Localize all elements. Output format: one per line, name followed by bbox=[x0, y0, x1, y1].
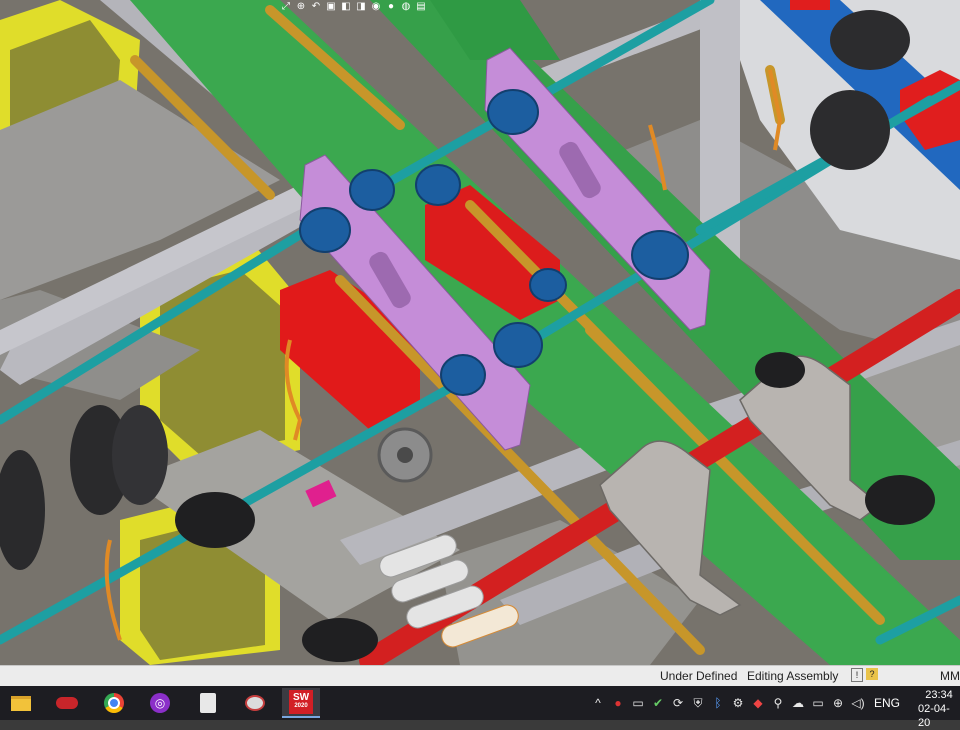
rebuild-icon[interactable]: ! bbox=[851, 668, 863, 682]
volume-icon[interactable]: ◁) bbox=[851, 696, 865, 710]
magenta-part bbox=[305, 479, 337, 508]
cloud-tray-icon[interactable]: ☁ bbox=[792, 696, 804, 710]
heads-up-view-toolbar: ⤢ ⊕ ↶ ▣ ◧ ◨ ◉ ● ◍ ▤ bbox=[280, 0, 427, 14]
battery-icon[interactable]: ▭ bbox=[812, 696, 824, 710]
assembly-3d-model[interactable] bbox=[0, 0, 960, 665]
clock-time: 23:34 bbox=[925, 689, 953, 701]
clock-date: 02-04-20 bbox=[918, 703, 950, 729]
system-tray: ^ ● ▭ ✔ ⟳ ⛨ ᛒ ⚙ ◆ ⚲ ☁ ▭ ⊕ ◁) ENG bbox=[588, 686, 900, 720]
podcast-icon: ◎ bbox=[150, 693, 170, 713]
solidworks-icon: SW 2020 bbox=[289, 690, 313, 714]
snip-icon bbox=[245, 695, 265, 711]
chrome-icon bbox=[104, 693, 124, 713]
chevron-up-icon[interactable]: ^ bbox=[595, 696, 601, 710]
solidworks-button[interactable]: SW 2020 bbox=[282, 688, 320, 718]
solidworks-year: 2020 bbox=[294, 703, 308, 709]
hide-show-icon[interactable]: ◉ bbox=[371, 0, 381, 12]
system-clock[interactable]: 23:34 02-04-20 bbox=[918, 688, 960, 730]
game-app-button[interactable] bbox=[48, 688, 86, 718]
solidworks-badge: SW bbox=[292, 692, 310, 703]
view-settings-icon[interactable]: ▤ bbox=[416, 0, 426, 12]
network-globe-icon[interactable]: ⊕ bbox=[832, 696, 844, 710]
snipping-tool-button[interactable] bbox=[236, 688, 274, 718]
game-tray-icon[interactable]: ● bbox=[614, 696, 622, 710]
unit-system[interactable]: MM bbox=[940, 669, 960, 683]
gear bbox=[377, 427, 433, 483]
game-controller-icon bbox=[56, 697, 78, 709]
graphics-area[interactable]: ⤢ ⊕ ↶ ▣ ◧ ◨ ◉ ● ◍ ▤ bbox=[0, 0, 960, 665]
antivirus-tray-icon[interactable]: ◆ bbox=[753, 696, 763, 710]
windows-taskbar: ◎ SW 2020 ^ ● ▭ ✔ ⟳ ⛨ ᛒ ⚙ ◆ ⚲ ☁ ▭ ⊕ ◁) E… bbox=[0, 686, 960, 729]
calculator-button[interactable] bbox=[189, 688, 227, 718]
security-tray-icon[interactable]: ⛨ bbox=[693, 695, 703, 710]
roller-wheels bbox=[0, 10, 935, 662]
section-view-icon[interactable]: ▣ bbox=[326, 0, 336, 12]
tooltip-icon[interactable]: ? bbox=[866, 668, 878, 680]
view-orientation-icon[interactable]: ◧ bbox=[341, 0, 351, 12]
calculator-icon bbox=[200, 693, 216, 713]
status-bar: Under Defined Editing Assembly ! ? MM bbox=[0, 665, 960, 686]
sync-tray-icon[interactable]: ⟳ bbox=[672, 696, 684, 710]
settings-tray-icon[interactable]: ⚙ bbox=[732, 696, 744, 710]
edit-appearance-icon[interactable]: ● bbox=[387, 0, 395, 12]
language-indicator[interactable]: ENG bbox=[874, 696, 901, 710]
white-cylinders bbox=[379, 534, 519, 648]
zoom-fit-icon[interactable]: ⤢ bbox=[282, 0, 290, 12]
display-tray-icon[interactable]: ▭ bbox=[632, 696, 644, 710]
apply-scene-icon[interactable]: ◍ bbox=[401, 0, 411, 12]
media-app-button[interactable]: ◎ bbox=[141, 688, 179, 718]
display-style-icon[interactable]: ◨ bbox=[356, 0, 366, 12]
blue-bearings bbox=[299, 89, 689, 396]
pillow-block-supports bbox=[599, 355, 882, 616]
zoom-area-icon[interactable]: ⊕ bbox=[296, 0, 306, 12]
folder-icon bbox=[11, 695, 31, 711]
file-explorer-button[interactable] bbox=[2, 688, 40, 718]
update-tray-icon[interactable]: ✔ bbox=[652, 696, 664, 710]
editing-mode-status: Editing Assembly bbox=[747, 669, 839, 683]
meet-tray-icon[interactable]: ⚲ bbox=[773, 696, 783, 710]
chrome-button[interactable] bbox=[95, 688, 133, 718]
previous-view-icon[interactable]: ↶ bbox=[311, 0, 321, 12]
orange-hoses bbox=[104, 69, 783, 641]
definition-status: Under Defined bbox=[660, 669, 738, 683]
bluetooth-icon[interactable]: ᛒ bbox=[714, 696, 722, 710]
